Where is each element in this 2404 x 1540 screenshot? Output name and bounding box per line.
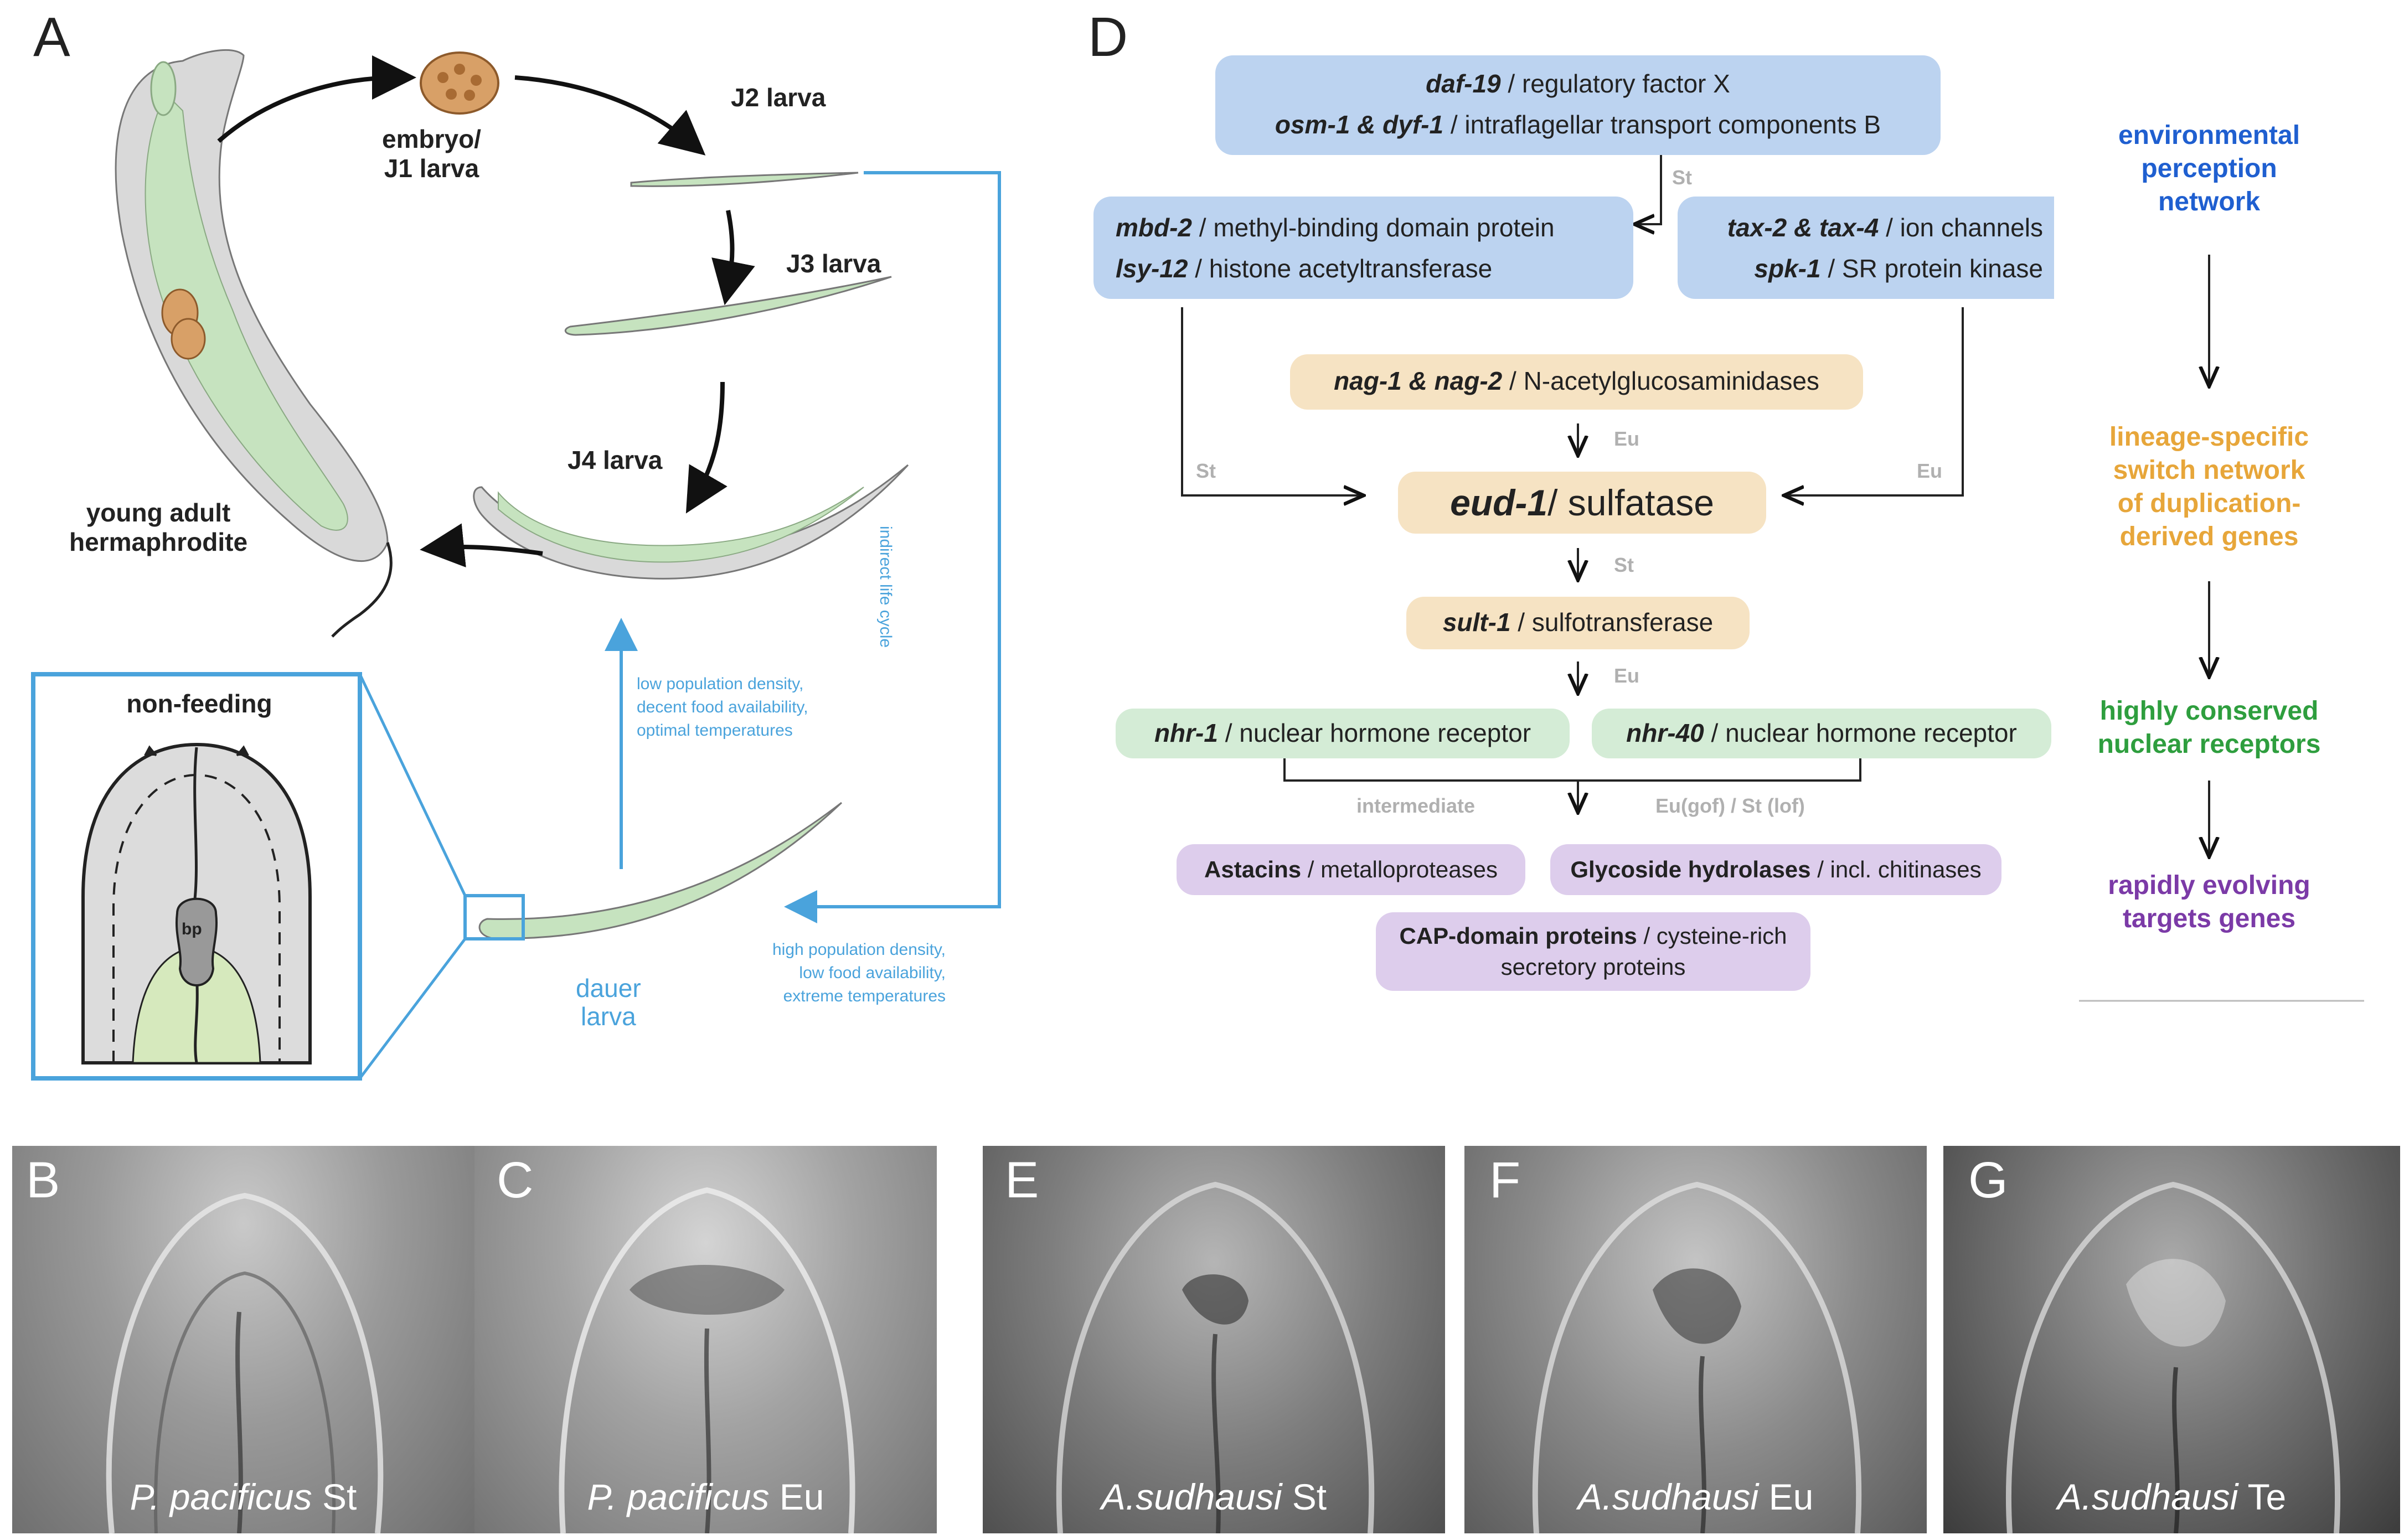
panel-d-letter: D	[1088, 6, 1128, 68]
arrow-adult-to-embryo	[217, 55, 416, 143]
box-astacins: Astacins / metalloproteases	[1177, 844, 1525, 895]
j3-worm	[564, 276, 892, 336]
indirect-cycle-label: indirect life cycle	[876, 526, 895, 648]
gene-glycoside: Glycoside hydrolases	[1570, 856, 1811, 882]
j2-label: J2 larva	[731, 83, 826, 112]
adult-worm	[115, 49, 393, 638]
box-daf19-osm1: daf-19 / regulatory factor X osm-1 & dyf…	[1215, 55, 1941, 155]
gene-astacins: Astacins	[1204, 856, 1302, 882]
unfavorable-conditions: high population density,low food availab…	[772, 940, 946, 1005]
label-eu-sult: Eu	[1614, 664, 1640, 687]
photo-c-caption: P. pacificus Eu	[587, 1476, 824, 1517]
photo-b: B P. pacificus St	[12, 1146, 474, 1533]
box-tax2-spk1: tax-2 & tax-4 / ion channels spk-1 / SR …	[1678, 197, 2054, 299]
desc-spk1: / SR protein kinase	[1820, 254, 2043, 283]
j2-worm	[630, 172, 859, 187]
box-glycoside: Glycoside hydrolases / incl. chitinases	[1550, 844, 2001, 895]
embryo-label: embryo/J1 larva	[382, 125, 481, 183]
label-st-top: St	[1672, 166, 1692, 189]
regulatory-network-arrows	[1181, 155, 2364, 1002]
gene-cap: CAP-domain proteins	[1399, 923, 1637, 949]
gene-sult1: sult-1	[1442, 608, 1511, 637]
desc-glycoside: / incl. chitinases	[1810, 856, 1982, 882]
photo-c-letter: C	[497, 1152, 534, 1208]
arrow-j2-to-j3	[711, 210, 755, 306]
box-sult1: sult-1 / sulfotransferase	[1406, 597, 1750, 649]
photo-c: C P. pacificus Eu	[474, 1146, 937, 1533]
desc-tax2: / ion channels	[1879, 213, 2043, 242]
desc-cap-2: secretory proteins	[1500, 954, 1686, 980]
desc-nhr1: / nuclear hormone receptor	[1218, 719, 1531, 747]
box-mbd2-lsy12: mbd-2 / methyl-binding domain protein ls…	[1093, 197, 1633, 299]
bp-label: bp	[182, 920, 202, 938]
label-gof-lof: Eu(gof) / St (lof)	[1655, 794, 1805, 817]
desc-cap: / cysteine-rich	[1637, 923, 1787, 949]
dauer-worm	[478, 802, 843, 939]
label-st-left: St	[1196, 459, 1216, 482]
arrow-j4-to-adult	[420, 523, 543, 568]
inset-title: non-feeding	[126, 689, 272, 718]
photo-g-caption: A.sudhausi Te	[2057, 1476, 2287, 1517]
desc-sult1: / sulfotransferase	[1510, 608, 1714, 637]
photo-f: F A.sudhausi Eu	[1464, 1146, 1927, 1533]
gene-mbd2: mbd-2	[1116, 213, 1192, 242]
label-eu-right: Eu	[1917, 459, 1943, 482]
desc-nhr40: / nuclear hormone receptor	[1704, 719, 2017, 747]
j4-worm	[473, 464, 909, 580]
photo-e-caption: A.sudhausi St	[1101, 1476, 1327, 1517]
gene-nag: nag-1 & nag-2	[1334, 366, 1503, 395]
gene-spk1: spk-1	[1754, 254, 1821, 283]
j4-label: J4 larva	[568, 446, 663, 474]
photo-e: E A.sudhausi St	[983, 1146, 1445, 1533]
favorable-conditions: low population density,decent food avail…	[637, 675, 808, 740]
desc-eud1: / sulfatase	[1547, 482, 1714, 523]
box-eud1: eud-1/ sulfatase	[1398, 472, 1766, 534]
gene-eud1: eud-1	[1450, 482, 1548, 523]
desc-nag: / N-acetylglucosaminidases	[1502, 366, 1819, 395]
desc-lsy12: / histone acetyltransferase	[1188, 254, 1493, 283]
gene-nhr1: nhr-1	[1154, 719, 1218, 747]
box-nhr1: nhr-1 / nuclear hormone receptor	[1116, 709, 1570, 758]
label-eu-nag: Eu	[1614, 427, 1640, 450]
desc-daf19: / regulatory factor X	[1500, 69, 1730, 98]
dauer-head-drawing	[81, 742, 312, 1064]
box-cap: CAP-domain proteins / cysteine-rich secr…	[1376, 912, 1810, 991]
arrow-j3-to-j4	[685, 381, 728, 514]
desc-astacins: / metalloproteases	[1301, 856, 1498, 882]
label-intermediate: intermediate	[1356, 794, 1476, 817]
panel-a-letter: A	[33, 6, 70, 68]
arrow-embryo-to-j2	[514, 75, 706, 156]
box-nhr40: nhr-40 / nuclear hormone receptor	[1592, 709, 2051, 758]
life-cycle-diagram	[31, 49, 1001, 1081]
j3-label: J3 larva	[786, 249, 881, 278]
label-st-eud: St	[1614, 554, 1634, 576]
desc-osm1-dyf1: / intraflagellar transport components B	[1443, 110, 1881, 139]
photo-b-letter: B	[26, 1152, 60, 1208]
box-nag: nag-1 & nag-2 / N-acetylglucosaminidases	[1290, 354, 1863, 410]
gene-tax2-tax4: tax-2 & tax-4	[1727, 213, 1879, 242]
desc-mbd2: / methyl-binding domain protein	[1192, 213, 1555, 242]
photo-b-caption: P. pacificus St	[130, 1476, 357, 1517]
photo-g: G A.sudhausi Te	[1943, 1146, 2400, 1533]
gene-lsy12: lsy-12	[1116, 254, 1188, 283]
photo-f-caption: A.sudhausi Eu	[1577, 1476, 1814, 1517]
photo-e-letter: E	[1005, 1152, 1039, 1208]
photo-f-letter: F	[1489, 1152, 1521, 1208]
photo-g-letter: G	[1968, 1152, 2008, 1208]
gene-osm1-dyf1: osm-1 & dyf-1	[1275, 110, 1444, 139]
zoom-box	[463, 894, 525, 940]
gene-daf19: daf-19	[1426, 69, 1501, 98]
embryo	[420, 51, 499, 115]
indirect-cycle-line	[784, 171, 1001, 923]
gene-nhr40: nhr-40	[1626, 719, 1704, 747]
